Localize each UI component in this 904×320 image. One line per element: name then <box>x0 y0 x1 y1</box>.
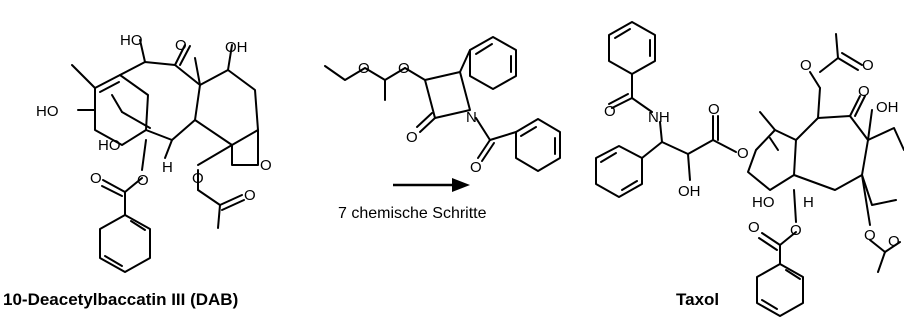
dab-hydroxyl-bottom: HO <box>98 137 121 154</box>
dab-hydroxyl-right: OH <box>225 39 248 56</box>
dab-ketone-o: O <box>175 37 187 54</box>
dab-structure: HO O OH HO HO H O O O O O <box>36 32 272 273</box>
taxol-nh: NH <box>648 109 670 126</box>
taxol-acetyl-o: O <box>862 57 874 74</box>
taxol-hydroxyl-bottom: HO <box>752 194 775 211</box>
dab-acetate-carbonyl-o: O <box>244 187 256 204</box>
dab-ester-o: O <box>137 172 149 189</box>
caption-dab: 10-Deacetylbaccatin III (DAB) <box>3 290 238 309</box>
reagent-lactam-o: O <box>406 129 418 146</box>
taxol-structure: NH O O O OH O O O OH HO H O O O O <box>595 21 904 317</box>
taxol-side-chain-oh: OH <box>678 183 701 200</box>
taxol-acetoxy-o: O <box>800 57 812 74</box>
caption-taxol: Taxol <box>676 290 719 309</box>
taxol-benzoate-carbonyl-o: O <box>748 219 760 236</box>
taxol-ketone-o: O <box>858 83 870 100</box>
taxol-ester-carbonyl-o: O <box>708 101 720 118</box>
reagent-ether-o: O <box>358 60 370 77</box>
taxol-acetate-carbonyl-o: O <box>888 233 900 250</box>
taxol-h: H <box>803 194 814 211</box>
taxol-benzoate-o: O <box>790 222 802 239</box>
dab-hydroxyl-left: HO <box>36 103 59 120</box>
beta-lactam-reagent: O O N O O <box>324 36 561 176</box>
taxol-hydroxyl-right: OH <box>876 99 899 116</box>
dab-h: H <box>162 159 173 176</box>
dab-hydroxyl-top: HO <box>120 32 143 49</box>
dab-oxetane-o: O <box>260 157 272 174</box>
reagent-benzoyl-o: O <box>470 159 482 176</box>
reagent-n: N <box>466 109 477 126</box>
arrow-label: 7 chemische Schritte <box>338 205 487 222</box>
reagent-acetal-o: O <box>398 60 410 77</box>
taxol-acetate-o: O <box>864 227 876 244</box>
dab-carbonyl-o: O <box>90 170 102 187</box>
taxol-amide-o: O <box>604 103 616 120</box>
dab-acetate-o: O <box>192 170 204 187</box>
taxol-ester-o: O <box>737 145 749 162</box>
reaction-arrow <box>393 178 470 192</box>
